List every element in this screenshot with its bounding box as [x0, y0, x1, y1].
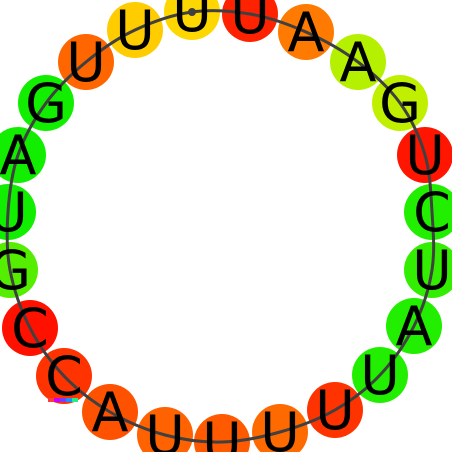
nucleotide-letter: U: [412, 239, 452, 302]
nucleotide-letter: U: [360, 344, 400, 407]
nucleotide-letter: U: [260, 401, 300, 452]
nucleotide-letter: A: [92, 381, 129, 444]
start-marker: [48, 398, 78, 402]
nucleotide-letter: U: [202, 411, 242, 452]
nucleotide-letter: C: [45, 345, 83, 408]
nucleotide-letter: A: [0, 124, 37, 187]
nucleotide-letter: G: [25, 72, 67, 135]
nucleotide-letter: U: [230, 0, 270, 46]
nucleotide-letter: A: [396, 295, 433, 358]
nucleotide-letter: A: [340, 31, 377, 94]
nucleotide-letter: G: [0, 239, 31, 302]
nucleotide-circle: [252, 404, 308, 452]
backbone-line: [5, 9, 436, 444]
nucleotide-circle: [0, 127, 46, 183]
nucleotide-circle: [404, 184, 452, 240]
nucleotide-letter: A: [288, 1, 325, 64]
nucleotide-letter: U: [405, 124, 445, 187]
nucleotide-circle: [404, 242, 452, 298]
nucleotide-letter: U: [66, 31, 106, 94]
nucleotide-circle: [137, 407, 193, 452]
nucleotide-letter: U: [145, 404, 185, 452]
nucleotide-letter: U: [115, 0, 155, 62]
five-prime-dot: [188, 8, 196, 16]
nucleotide-letter: U: [172, 0, 212, 44]
nucleotide-letter: U: [315, 379, 355, 442]
nucleotide-letter: U: [0, 181, 28, 244]
nucleotide-letter: C: [11, 297, 49, 360]
nucleotide-letter: C: [413, 181, 451, 244]
nucleotide-letter: G: [379, 72, 421, 135]
